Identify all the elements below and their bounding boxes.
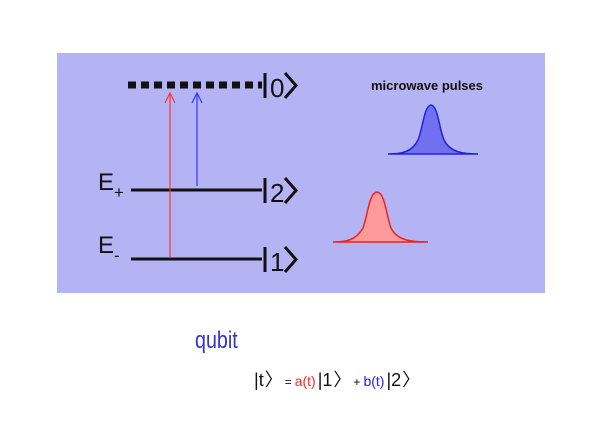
ket-bracket-icon: 〉 [265, 370, 283, 390]
ket-2: 2 [263, 177, 298, 208]
ket-1-label: 1 [270, 247, 284, 277]
blue-pulse [387, 104, 479, 155]
blue-transition-arrow [191, 91, 203, 186]
ket-2-bar: | [386, 370, 391, 390]
qubit-title: qubit [195, 327, 238, 354]
coef-b: b(t) [363, 373, 384, 389]
diagram-panel [57, 53, 545, 293]
red-transition-arrow [164, 91, 176, 257]
ket-1: 1 [263, 246, 298, 277]
ket-bracket-icon [283, 72, 298, 99]
coef-a: a(t) [295, 373, 316, 389]
ket-bracket-icon [283, 177, 298, 204]
ket-0: 0 [263, 72, 298, 103]
ket-bracket-icon: 〉 [333, 370, 351, 390]
ket-bracket-icon [283, 246, 298, 273]
ket-b-label: 2 [391, 370, 401, 390]
up-arrow-icon [164, 91, 176, 104]
equals-sign: = [285, 375, 292, 389]
plus-sign: + [353, 375, 360, 389]
ket-t-label: t [259, 370, 264, 390]
ket-t-bar: | [254, 370, 259, 390]
red-pulse [332, 191, 429, 243]
microwave-pulses-label: microwave pulses [371, 78, 483, 93]
ket-2-label: 2 [270, 178, 284, 208]
e-plus-label: E+ [98, 169, 124, 202]
e-minus-label: E- [98, 232, 120, 265]
qubit-state-equation: |t〉=a(t)|1〉+b(t)|2〉 [254, 370, 420, 390]
ket-0-label: 0 [270, 73, 284, 103]
ket-a-label: 1 [322, 370, 332, 390]
ket-bracket-icon: 〉 [402, 370, 420, 390]
up-arrow-icon [191, 91, 203, 104]
ket-1-bar: | [318, 370, 323, 390]
